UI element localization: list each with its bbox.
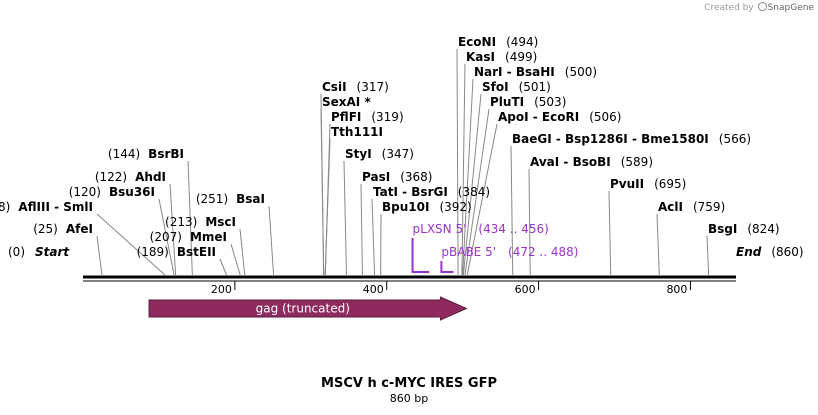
site-line-bsrbi (187, 160, 193, 276)
primer-label-pbabe: pBABE 5'(472 .. 488) (441, 245, 578, 259)
site-line-mmei (230, 243, 241, 276)
site-label-sfoi[interactable]: SfoI(501) (482, 80, 551, 94)
site-label-styi[interactable]: StyI(347) (345, 147, 414, 161)
site-label-pvuii[interactable]: PvuII(695) (610, 177, 686, 191)
site-line-kasi (461, 63, 466, 276)
site-line-sexai (320, 108, 325, 276)
site-line-pluti (464, 108, 490, 276)
site-line-pasi (360, 183, 363, 276)
site-line-bsteii (219, 258, 227, 276)
site-label-econi[interactable]: EcoNI(494) (458, 35, 538, 49)
site-line-nari (462, 78, 474, 276)
linear-plasmid-map: (0)Start End(860) (25)AfeI (108)AflIII - Sm… (0, 35, 804, 321)
site-line-ahdi (169, 183, 177, 276)
site-line-baegi (510, 145, 514, 276)
site-line-apoi (466, 123, 498, 276)
site-line-tth111i (324, 138, 331, 276)
site-line-bsu36i (158, 198, 175, 276)
site-line-msci (239, 228, 246, 276)
site-label-tati[interactable]: TatI - BsrGI(384) (373, 185, 490, 199)
site-label-mmei[interactable]: (207)MmeI (150, 230, 227, 244)
site-label-kasi[interactable]: KasI(499) (466, 50, 537, 64)
primer-mark-pbabe (440, 261, 454, 273)
site-label-nari[interactable]: NarI - BsaHI(500) (474, 65, 597, 79)
site-label-pflfi[interactable]: PflFI(319) (331, 110, 404, 124)
site-line-bsgi (706, 235, 710, 276)
site-line-econi (456, 48, 459, 276)
site-label-afei[interactable]: (25)AfeI (33, 222, 93, 236)
primer-plxsn[interactable]: pLXSN 5'(434 .. 456) (411, 222, 549, 273)
map-footer: MSCV h c-MYC IRES GFP 860 bp (0, 376, 818, 405)
site-label-bsgi[interactable]: BsgI(824) (708, 222, 780, 236)
primer-pbabe[interactable]: pBABE 5'(472 .. 488) (440, 245, 578, 273)
credit-prefix: Created by (704, 3, 754, 13)
tick-label-200: 200 (211, 283, 232, 296)
site-line-styi (343, 160, 347, 276)
plasmid-length: 860 bp (389, 392, 429, 405)
site-label-bsai[interactable]: (251)BsaI (196, 192, 265, 206)
site-line-bsai (268, 205, 275, 276)
primer-mark-plxsn (411, 238, 430, 273)
site-label-aflIII[interactable]: (108)AflIII - SmlI (0, 200, 93, 214)
site-line-acli (656, 213, 660, 276)
site-label-sexai[interactable]: SexAI * (322, 95, 371, 109)
site-label-bpu10i[interactable]: Bpu10I(392) (382, 200, 472, 214)
snapgene-logo-icon (757, 2, 767, 11)
site-label-tth111i[interactable]: Tth111I (331, 125, 383, 139)
snapgene-credit: Created by SnapGene (704, 2, 814, 13)
site-line-pvuii (608, 190, 612, 276)
site-label-msci[interactable]: (213)MscI (165, 215, 236, 229)
site-label-pluti[interactable]: PluTI(503) (490, 95, 566, 109)
site-label-ahdi[interactable]: (122)AhdI (95, 170, 166, 184)
end-label: End(860) (736, 245, 804, 259)
credit-brand: SnapGene (767, 3, 814, 13)
feature-label-gag: gag (truncated) (256, 302, 350, 316)
tick-label-600: 600 (515, 283, 536, 296)
site-label-baegi[interactable]: BaeGI - Bsp1286I - Bme1580I(566) (512, 132, 751, 146)
site-line-avai (528, 168, 531, 276)
site-line-afei (96, 235, 103, 276)
tick-label-800: 800 (666, 283, 687, 296)
site-line-tati (371, 198, 376, 276)
primer-label-plxsn: pLXSN 5'(434 .. 456) (413, 222, 549, 236)
plasmid-title: MSCV h c-MYC IRES GFP (321, 376, 497, 391)
feature-gag[interactable]: gag (truncated) (148, 296, 468, 321)
tick-label-400: 400 (363, 283, 384, 296)
site-label-avai[interactable]: AvaI - BsoBI(589) (530, 155, 653, 169)
site-label-bsrbi[interactable]: (144)BsrBI (108, 147, 184, 161)
site-label-bsu36i[interactable]: (120)Bsu36I (69, 185, 155, 199)
start-label: (0)Start (8, 245, 70, 259)
site-label-bsteii[interactable]: (189)BstEII (137, 245, 216, 259)
site-line-sfoi (462, 93, 482, 276)
site-label-pasi[interactable]: PasI(368) (362, 170, 432, 184)
site-label-csii[interactable]: CsiI(317) (322, 80, 389, 94)
site-label-apoi[interactable]: ApoI - EcoRI(506) (498, 110, 621, 124)
site-label-acli[interactable]: AclI(759) (658, 200, 725, 214)
site-line-aflIII (96, 213, 166, 276)
feature-arrow-gag (148, 296, 468, 321)
